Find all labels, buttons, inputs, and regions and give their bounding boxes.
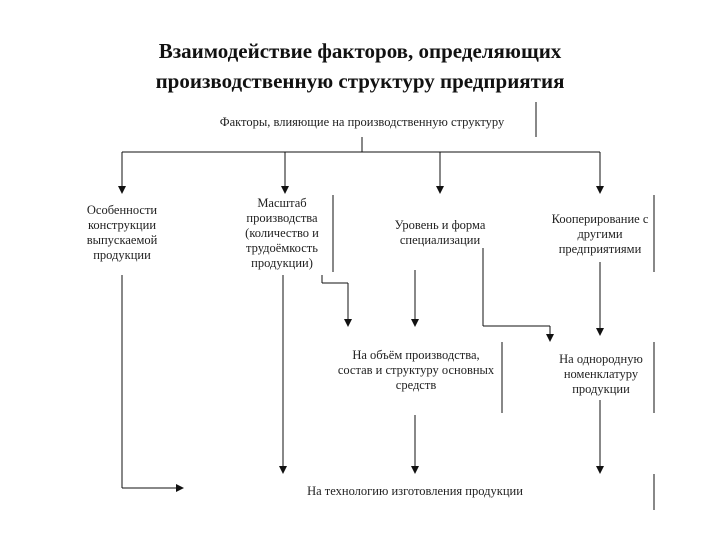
factor-2-line-5: продукции)	[251, 256, 313, 270]
effect-2-line-2: номенклатуру	[563, 367, 639, 381]
bottom-box-label: На технологию изготовления продукции	[307, 484, 523, 498]
factor-box-2: Масштаб производства (количество и трудо…	[232, 196, 332, 271]
factor-box-1: Особенности конструкции выпускаемой прод…	[72, 203, 172, 263]
effect-1-line-1: На объём производства,	[352, 348, 480, 362]
effect-1-line-3: средств	[395, 378, 437, 392]
factor-box-4: Кооперирование с другими предприятиями	[540, 212, 660, 257]
top-box-label: Факторы, влияющие на производственную ст…	[219, 115, 505, 129]
factor-4-line-3: предприятиями	[558, 242, 642, 256]
diagram-title: Взаимодействие факторов, определяющих пр…	[0, 36, 720, 96]
factor-2-line-2: производства	[246, 211, 318, 225]
factor-2-line-3: (количество и	[245, 226, 319, 240]
factor-3-line-1: Уровень и форма	[394, 218, 486, 232]
effect-2-line-1: На однородную	[559, 352, 643, 366]
factor-2-line-4: трудоёмкость	[246, 241, 318, 255]
effect-box-1: На объём производства, состав и структур…	[330, 348, 502, 393]
factor-2-line-1: Масштаб	[257, 196, 307, 210]
title-line-2: производственную структуру предприятия	[155, 69, 565, 93]
factor-1-line-2: конструкции	[87, 218, 157, 232]
title-line-1: Взаимодействие факторов, определяющих	[158, 39, 562, 63]
factor-1-line-1: Особенности	[86, 203, 158, 217]
factor-4-line-1: Кооперирование с	[551, 212, 649, 226]
factor-3-line-2: специализации	[399, 233, 481, 247]
factor-box-3: Уровень и форма специализации	[380, 218, 500, 248]
effect-2-line-3: продукции	[572, 382, 630, 396]
factor-4-line-2: другими	[577, 227, 623, 241]
effect-box-2: На однородную номенклатуру продукции	[545, 352, 657, 397]
factor-1-line-3: выпускаемой	[86, 233, 158, 247]
effect-1-line-2: состав и структуру основных	[337, 363, 495, 377]
factor-1-line-4: продукции	[93, 248, 151, 262]
